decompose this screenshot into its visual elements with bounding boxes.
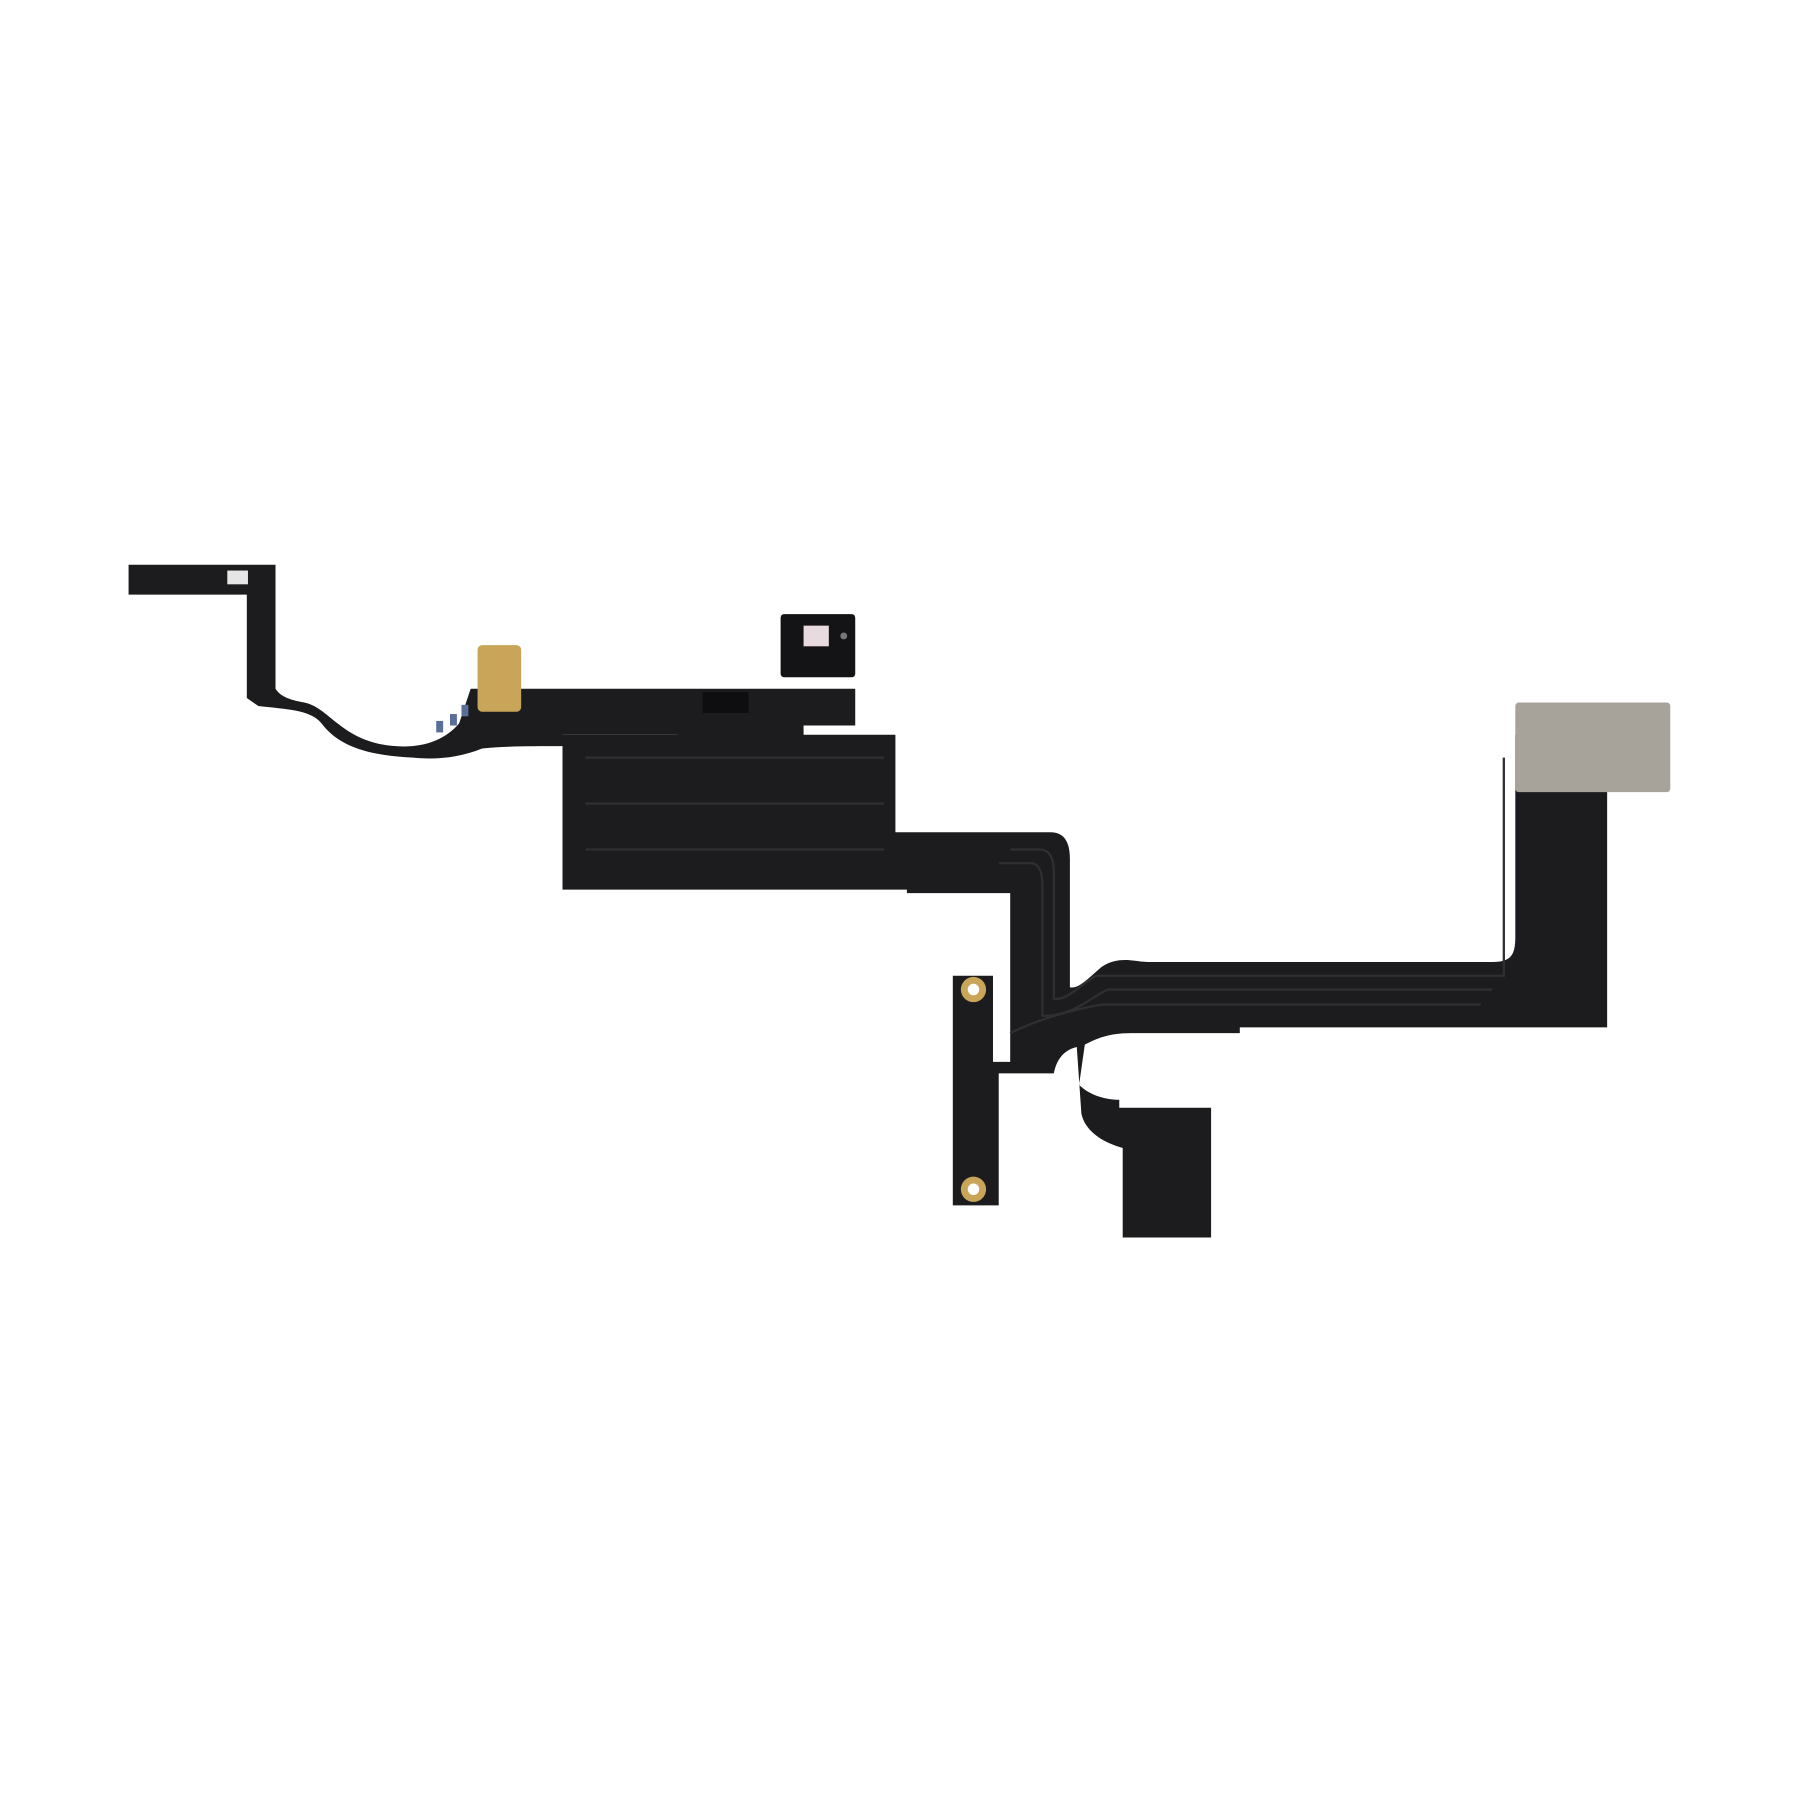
microphone-component — [477, 645, 522, 712]
sensor-dot — [840, 632, 848, 640]
sensor-window — [803, 625, 829, 647]
left-sensor-window — [227, 570, 248, 585]
main-block — [562, 702, 1608, 1238]
smd-components — [436, 704, 469, 733]
screw-holes — [960, 976, 987, 1202]
steel-stiffener — [1515, 702, 1671, 793]
connector-chip — [702, 692, 749, 713]
left-tab — [128, 564, 856, 759]
traces — [585, 756, 1505, 1035]
